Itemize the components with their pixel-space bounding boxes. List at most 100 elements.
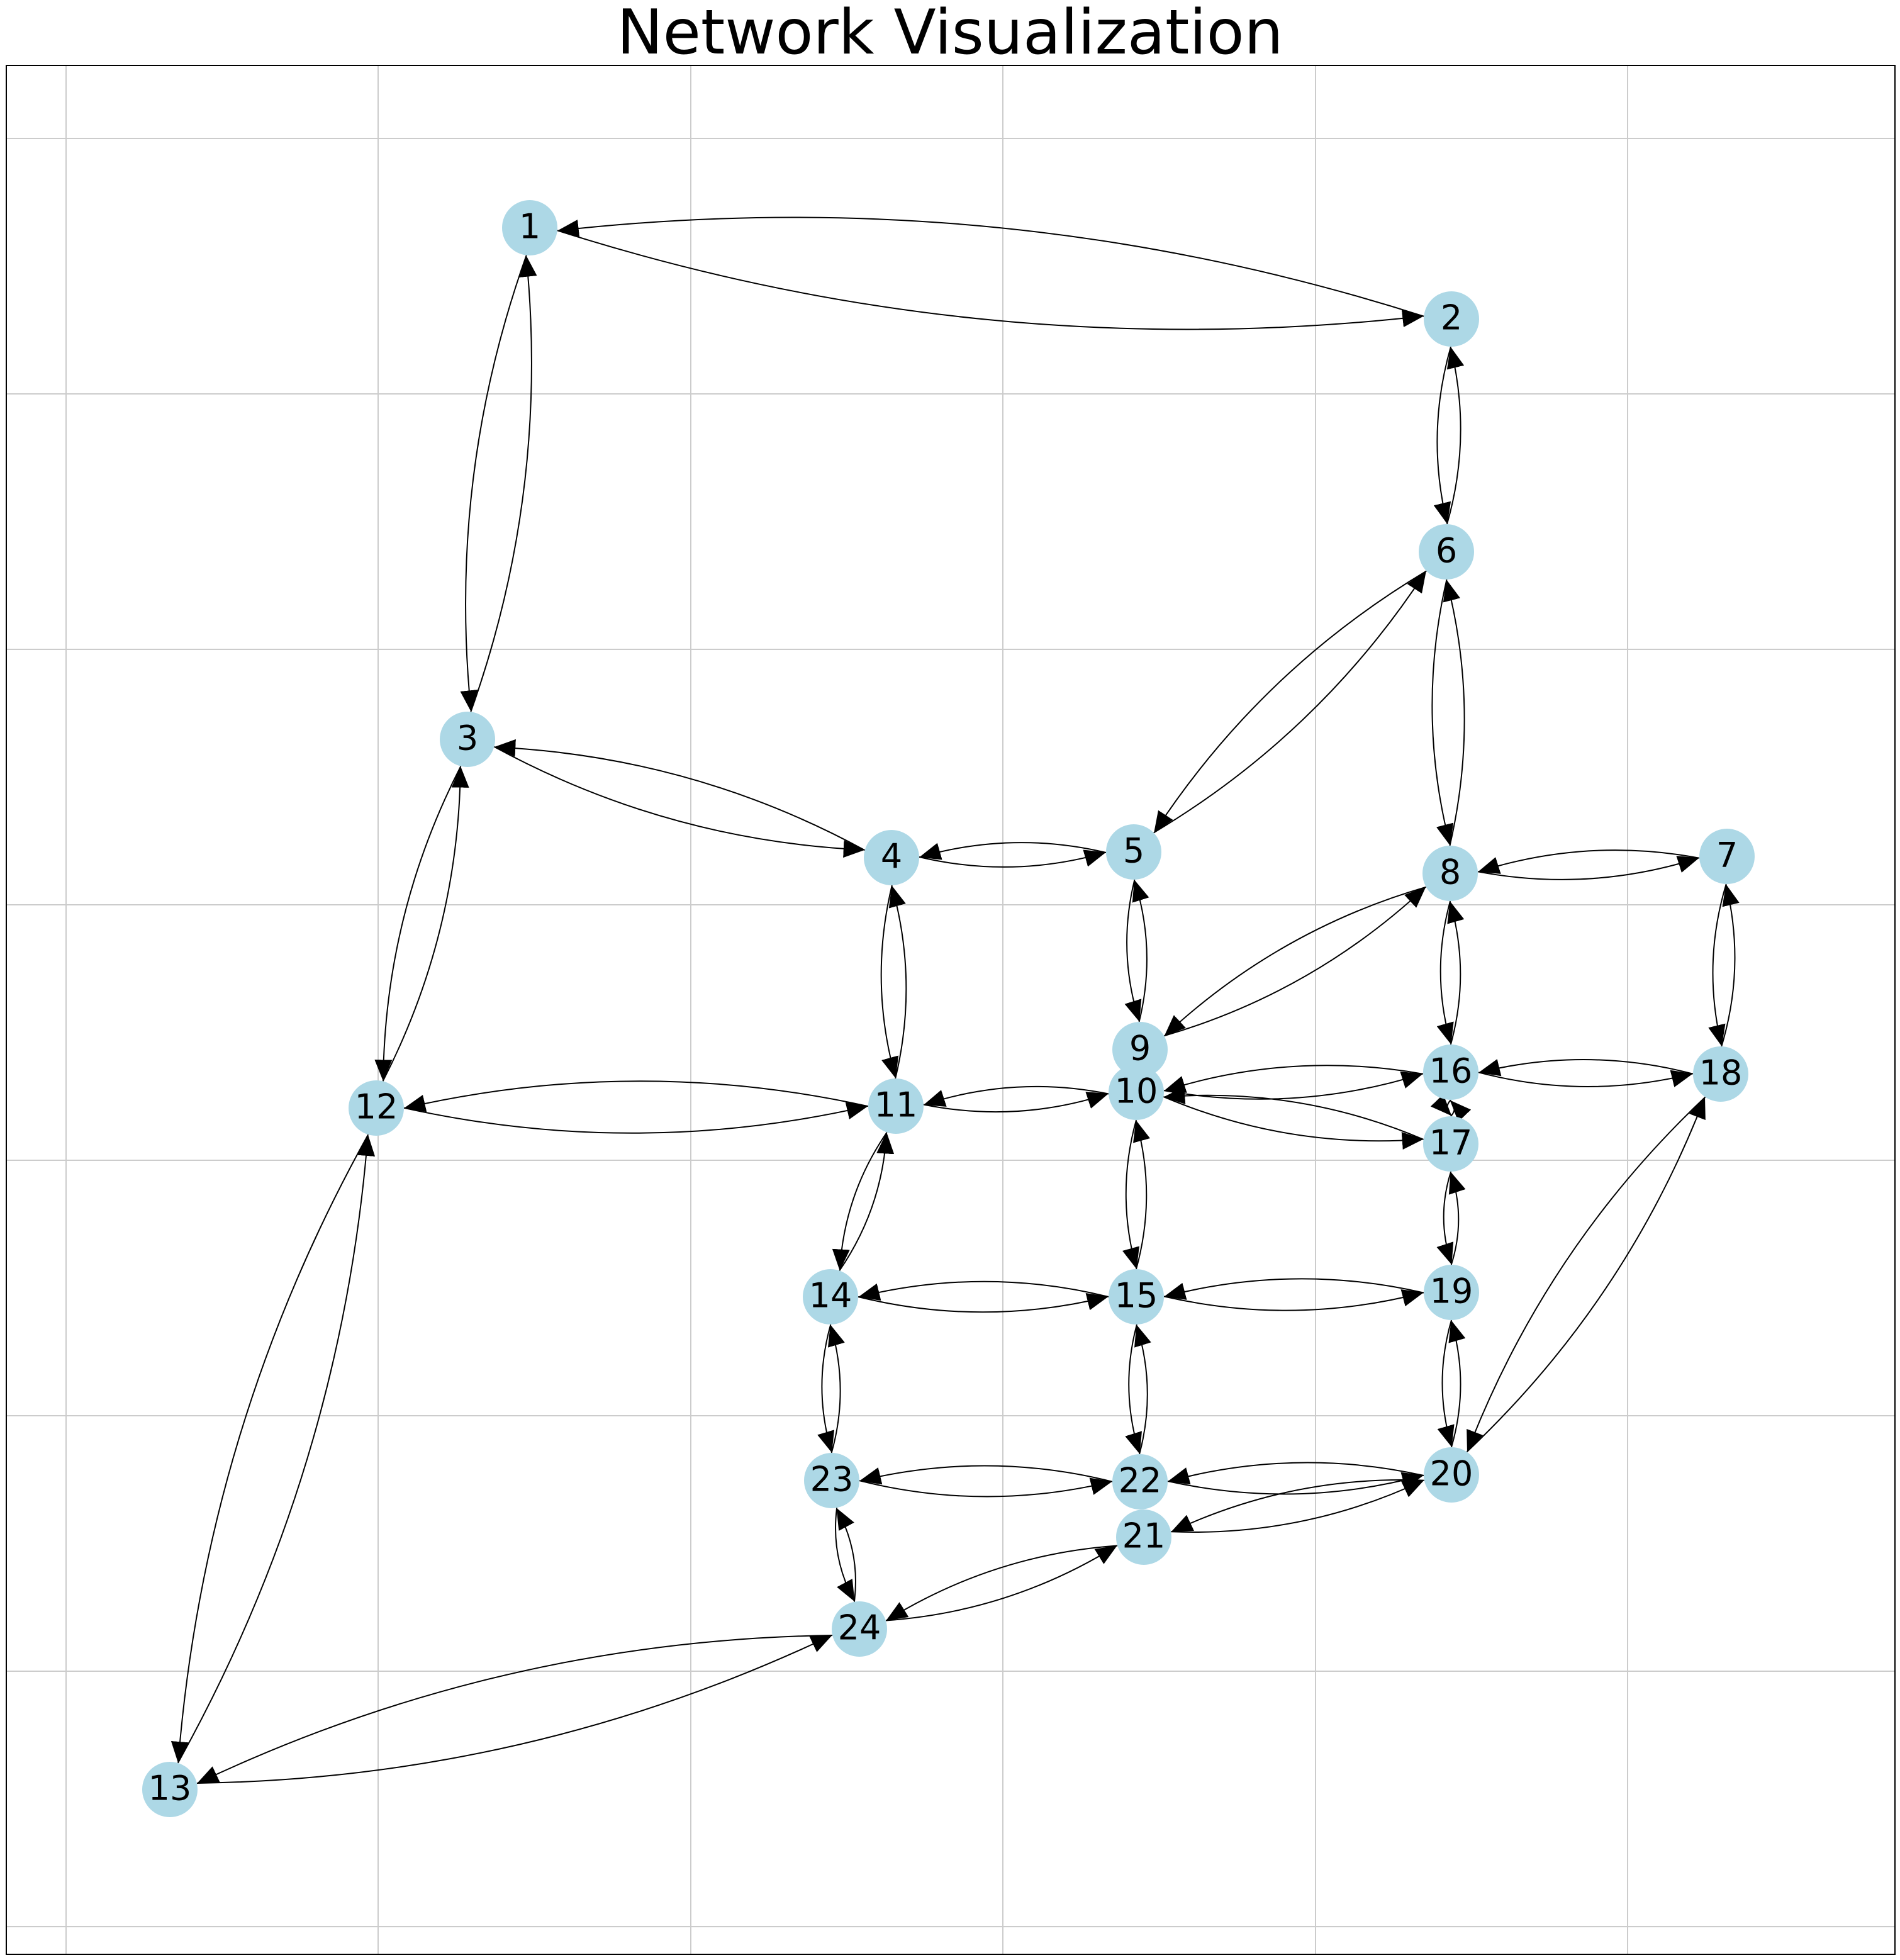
node-18-circle [1693,1046,1748,1102]
edge-11-to-4 [888,885,907,1079]
node-22-label: 22 [1119,1461,1162,1501]
node-1-label: 1 [519,207,540,247]
node-8-circle [1422,846,1478,901]
edge-16-to-8 [1447,901,1465,1045]
node-2-label: 2 [1441,298,1462,338]
edge-3-to-1 [470,255,537,712]
edge-23-to-22 [859,1477,1112,1498]
edge-8-to-6 [1443,580,1465,846]
edge-11-to-10 [923,1092,1109,1113]
node-10[interactable]: 10 [1109,1065,1164,1120]
edge-23-to-14 [827,1324,845,1453]
edge-9-to-8 [1164,887,1426,1037]
edge-8-to-7 [1477,856,1700,880]
edge-15-to-10 [1133,1120,1151,1270]
edge-11-to-12 [404,1080,869,1112]
node-10-label: 10 [1115,1072,1158,1111]
edge-20-to-19 [1448,1320,1466,1448]
node-14-circle [803,1269,858,1324]
node-18-label: 18 [1699,1053,1743,1093]
node-19-label: 19 [1430,1272,1473,1311]
node-1[interactable]: 1 [502,200,557,255]
node-6[interactable]: 6 [1419,524,1474,580]
edge-17-to-10 [1163,1087,1424,1140]
node-14[interactable]: 14 [803,1269,858,1324]
edge-1-to-2 [557,230,1424,330]
edge-16-to-17 [1430,1094,1452,1116]
edge-13-to-12 [177,1134,376,1764]
node-12-circle [349,1080,404,1136]
node-11[interactable]: 11 [868,1078,924,1134]
edge-17-to-19 [1436,1171,1454,1265]
node-8[interactable]: 8 [1422,846,1478,901]
edge-4-to-5 [919,849,1106,868]
plot-frame [6,65,1896,1955]
node-17-label: 17 [1429,1123,1473,1163]
node-1-circle [502,200,557,255]
edge-15-to-22 [1125,1324,1142,1454]
grid [6,65,1895,1954]
node-22[interactable]: 22 [1112,1454,1168,1509]
node-7[interactable]: 7 [1699,829,1755,884]
node-15-label: 15 [1115,1276,1158,1316]
node-23-circle [804,1453,859,1508]
node-19-circle [1424,1265,1479,1320]
edge-7-to-8 [1477,849,1700,874]
edge-15-to-14 [858,1280,1109,1301]
edge-5-to-9 [1124,879,1142,1022]
node-23[interactable]: 23 [804,1453,859,1508]
edge-8-to-9 [1164,886,1426,1036]
node-13[interactable]: 13 [142,1762,198,1817]
edge-19-to-20 [1437,1319,1455,1447]
node-13-label: 13 [148,1769,192,1808]
node-15-circle [1109,1269,1164,1324]
node-4[interactable]: 4 [864,830,919,885]
node-24-label: 24 [838,1608,881,1648]
node-3[interactable]: 3 [440,712,495,767]
node-5[interactable]: 5 [1106,824,1161,880]
edge-20-to-22 [1168,1462,1424,1485]
edge-21-to-20 [1171,1480,1424,1533]
edge-23-to-24 [835,1508,855,1602]
edge-18-to-7 [1721,884,1740,1047]
edge-7-to-18 [1708,883,1727,1046]
edge-16-to-10 [1163,1065,1424,1093]
edge-14-to-15 [858,1293,1109,1313]
node-11-label: 11 [875,1085,918,1125]
node-20-circle [1424,1447,1479,1503]
node-17[interactable]: 17 [1423,1116,1478,1172]
node-21[interactable]: 21 [1116,1509,1171,1565]
node-23-label: 23 [810,1460,854,1499]
node-15[interactable]: 15 [1109,1269,1164,1324]
edge-14-to-11 [839,1132,895,1271]
edge-4-to-11 [880,885,899,1078]
node-24-circle [832,1601,887,1657]
node-19[interactable]: 19 [1424,1265,1479,1320]
node-20[interactable]: 20 [1424,1447,1479,1503]
edge-5-to-6 [1153,571,1426,834]
node-9[interactable]: 9 [1112,1022,1168,1077]
node-5-label: 5 [1123,831,1144,871]
edge-18-to-20 [1467,1096,1706,1452]
node-4-label: 4 [881,837,902,876]
edge-13-to-24 [196,1635,833,1784]
node-12[interactable]: 12 [349,1080,404,1136]
node-24[interactable]: 24 [832,1601,887,1657]
edge-19-to-17 [1448,1172,1466,1265]
node-5-circle [1106,824,1161,880]
node-8-label: 8 [1439,853,1461,892]
node-2[interactable]: 2 [1424,291,1479,347]
edge-5-to-4 [919,842,1107,860]
edge-24-to-21 [885,1545,1117,1621]
edge-6-to-5 [1154,570,1427,833]
node-13-circle [142,1762,198,1817]
node-11-circle [868,1078,924,1134]
edge-2-to-1 [557,216,1424,317]
edge-18-to-16 [1478,1059,1694,1077]
node-18[interactable]: 18 [1693,1046,1748,1102]
edge-12-to-3 [382,766,469,1082]
node-16[interactable]: 16 [1423,1044,1478,1100]
node-7-label: 7 [1716,836,1738,875]
